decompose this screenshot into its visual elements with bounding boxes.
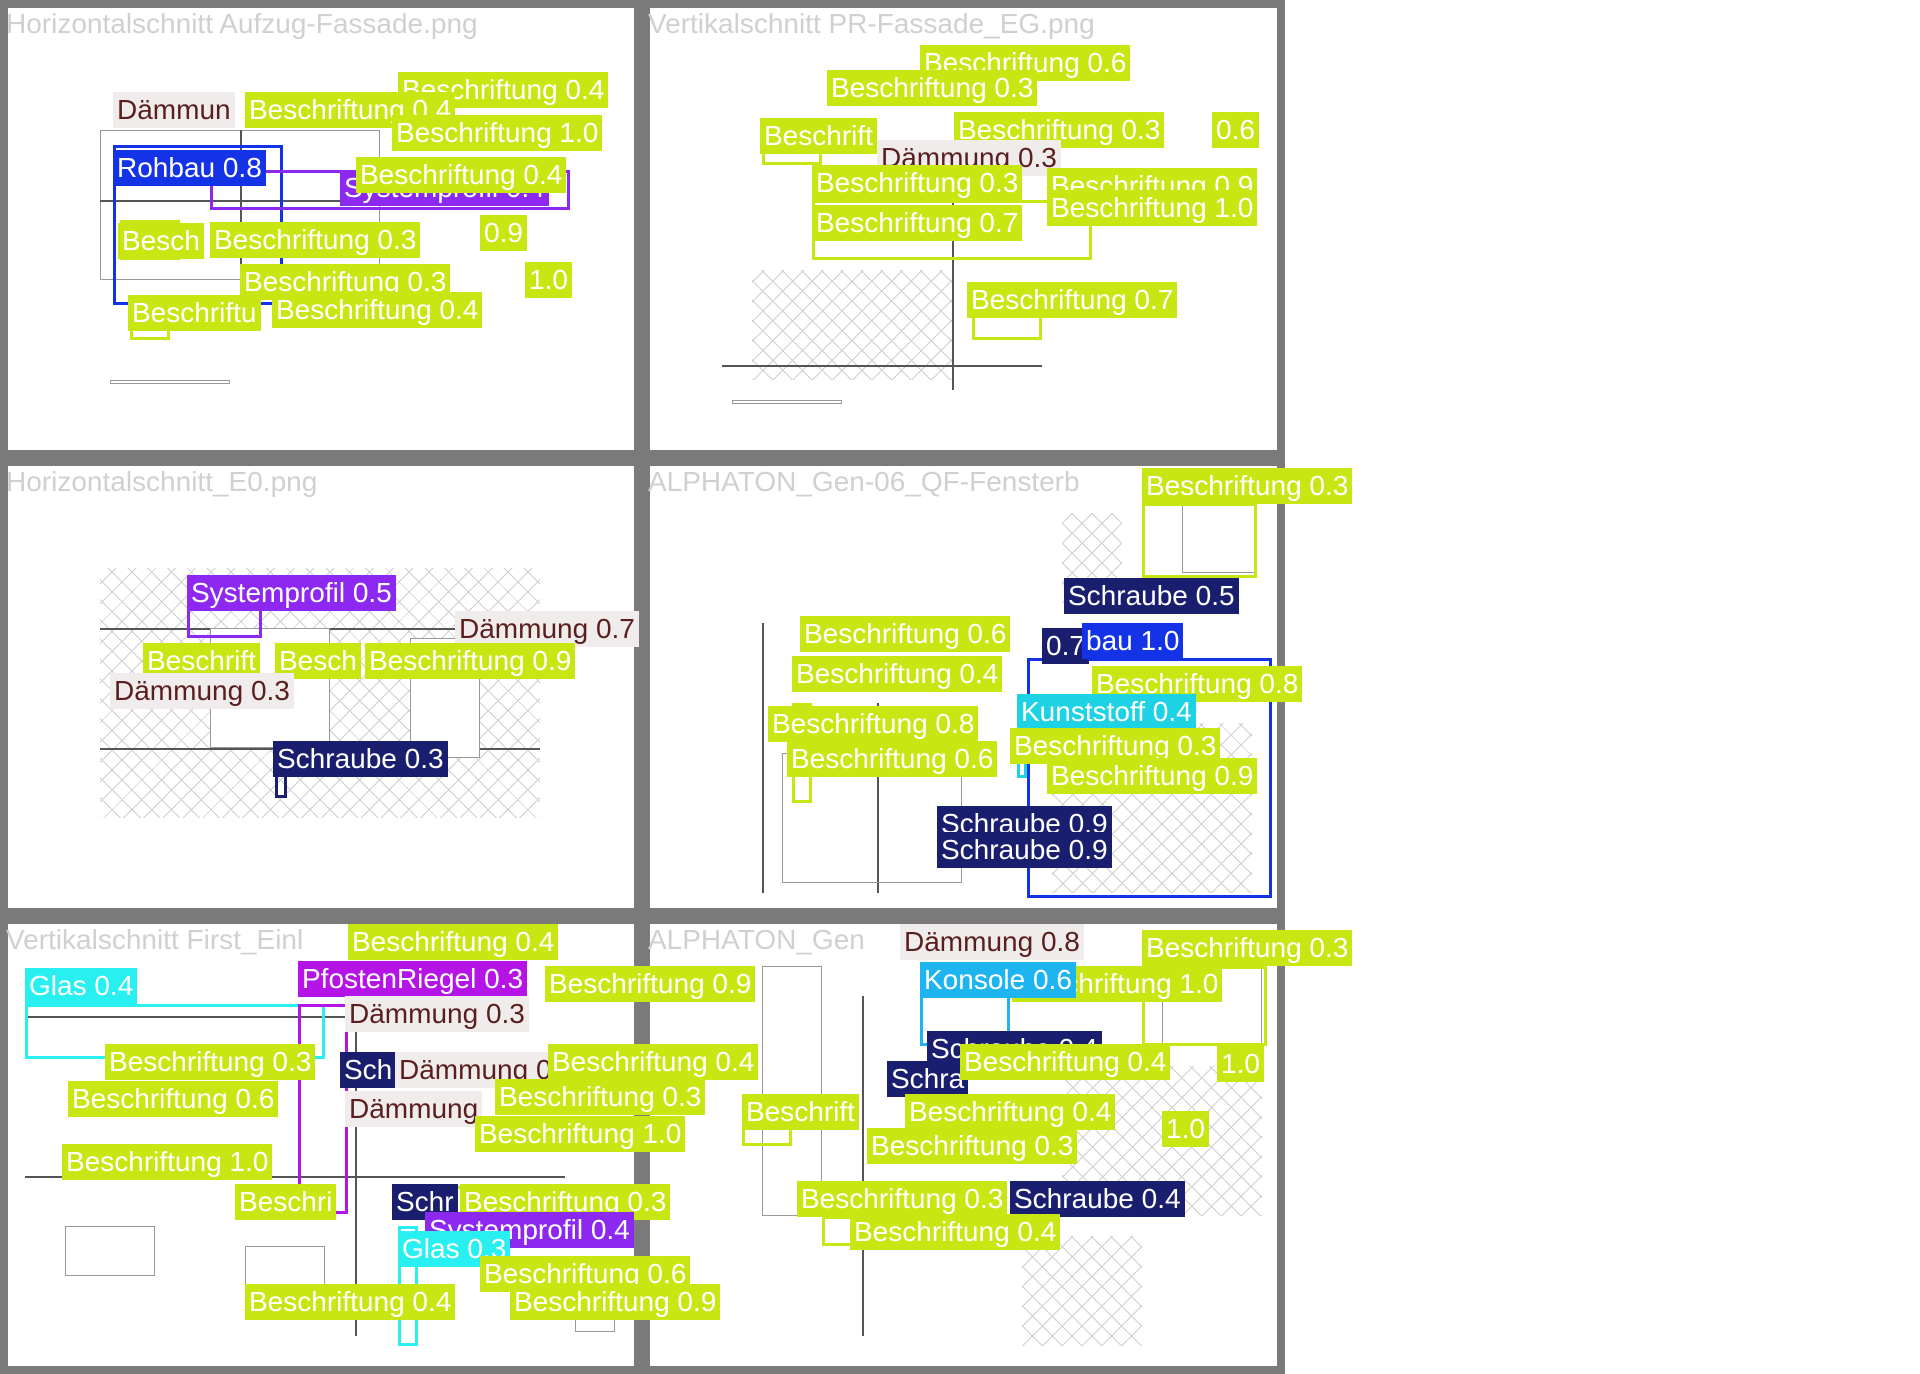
detection-label: 0.9 (480, 215, 527, 251)
detection-label: Beschriftung 0.3 (797, 1181, 1008, 1217)
detection-label: Beschriftung 0.3 (867, 1128, 1078, 1164)
detection-label: Beschriftung 0.7 (812, 205, 1023, 241)
detection-label: 0.7 (1042, 628, 1089, 664)
detection-label: Beschriftung 0.6 (68, 1081, 279, 1117)
detection-label: 1.0 (1217, 1046, 1264, 1082)
detection-label: Beschriftung 0.7 (967, 282, 1178, 318)
tile-vertikalschnitt-first: Vertikalschnitt First_Einl Beschriftung … (0, 916, 759, 1374)
tile-title: Vertikalschnitt PR-Fassade_EG.png (648, 8, 1095, 39)
detection-label: Konsole 0.6 (920, 962, 1076, 998)
detection-label: Beschrift (742, 1094, 859, 1130)
detection-label: Kunststoff 0.4 (1017, 694, 1196, 730)
detection-label: Schraube 0.3 (273, 741, 448, 777)
detection-label: Beschriftung 0.8 (768, 706, 979, 742)
detection-box (298, 1004, 348, 1214)
detection-box (1027, 658, 1272, 898)
detection-label: Beschriftung 1.0 (62, 1144, 273, 1180)
detection-label: Beschriftung 0.9 (1047, 758, 1258, 794)
detection-label: Beschriftung 0.4 (850, 1214, 1061, 1250)
detection-label: Dämmung 0.3 (110, 673, 294, 709)
detection-label: Dämmung 0.3 (345, 996, 529, 1032)
detection-label: Beschri (235, 1184, 337, 1220)
detection-label: Dämmung (345, 1091, 483, 1127)
tile-title: Horizontalschnitt_E0.png (6, 466, 318, 497)
detection-mosaic: Horizontalschnitt Aufzug-Fassade.png Däm… (0, 0, 1353, 1374)
detection-label: Beschriftung 0.4 (905, 1094, 1116, 1130)
detection-label: Rohbau 0.8 (113, 150, 266, 186)
detection-label: Beschriftung 0.3 (210, 222, 421, 258)
detection-label: Beschriftung 0.9 (510, 1284, 721, 1320)
detection-label: Beschriftung 0.4 (548, 1044, 759, 1080)
detection-label: Beschriftung 0.4 (245, 1284, 456, 1320)
detection-label: PfostenRiegel 0.3 (298, 961, 528, 997)
detection-label: Beschriftung 0.3 (105, 1044, 316, 1080)
detection-label: Schraube 0.9 (937, 832, 1112, 868)
detection-label: Sch (340, 1052, 397, 1088)
detection-label: Besch (118, 223, 204, 259)
detection-label: bau 1.0 (1082, 623, 1184, 659)
drawing-sheet (712, 120, 1152, 420)
tile-title: ALPHATON_Gen (648, 924, 865, 955)
detection-label: Schraube 0.5 (1064, 578, 1239, 614)
detection-label: Systemprofil 0.5 (187, 575, 396, 611)
detection-label: Beschriftung 0.9 (365, 643, 576, 679)
tile-title: Horizontalschnitt Aufzug-Fassade.png (6, 8, 478, 39)
detection-label: 1.0 (525, 262, 572, 298)
tile-horizontalschnitt-e0: Horizontalschnitt_E0.png Systemprofil 0.… (0, 458, 642, 916)
detection-label: Beschriftung 0.6 (787, 741, 998, 777)
detection-label: Dämmun (113, 92, 235, 128)
tile-title: ALPHATON_Gen-06_QF-Fensterb (648, 466, 1080, 497)
detection-label: Beschriftung 0.4 (356, 157, 567, 193)
detection-label: Beschriftu (128, 295, 261, 331)
tile-alphaton-qf-fensterbank: ALPHATON_Gen-06_QF-Fensterb Beschriftung… (642, 458, 1353, 916)
detection-label: 0.6 (1212, 112, 1259, 148)
detection-label: Beschriftung 0.4 (272, 292, 483, 328)
detection-label: Beschriftung 0.6 (800, 616, 1011, 652)
detection-label: Beschriftung 1.0 (1047, 190, 1258, 226)
detection-label: Dämmung 0.8 (900, 924, 1084, 960)
detection-label: 1.0 (1162, 1111, 1209, 1147)
tile-horizontalschnitt-aufzug: Horizontalschnitt Aufzug-Fassade.png Däm… (0, 0, 642, 458)
detection-label: Beschriftung 0.4 (960, 1044, 1171, 1080)
detection-box (1142, 503, 1257, 578)
detection-label: Dämmung 0.7 (455, 611, 639, 647)
detection-label: Beschriftung 0.3 (1142, 468, 1353, 504)
detection-label: Beschriftung 0.3 (1142, 930, 1353, 966)
detection-label: Beschriftung 0.3 (495, 1079, 706, 1115)
detection-label: Beschriftung 0.9 (545, 966, 756, 1002)
detection-label: Beschriftung 0.3 (827, 70, 1038, 106)
detection-label: Beschriftung 1.0 (475, 1116, 686, 1152)
detection-label: Beschriftung 1.0 (392, 115, 603, 151)
tile-title: Vertikalschnitt First_Einl (6, 924, 304, 955)
detection-label: Beschrift (760, 118, 877, 154)
detection-label: Beschriftung 0.3 (812, 165, 1023, 201)
detection-label: Glas 0.4 (25, 968, 138, 1004)
detection-label: Beschriftung 0.4 (792, 656, 1003, 692)
tile-vertikalschnitt-pr-fassade: Vertikalschnitt PR-Fassade_EG.png Beschr… (642, 0, 1285, 458)
detection-label: Beschriftung 0.4 (348, 924, 559, 960)
detection-label: Schraube 0.4 (1010, 1181, 1185, 1217)
detection-label: Schra (887, 1061, 969, 1097)
